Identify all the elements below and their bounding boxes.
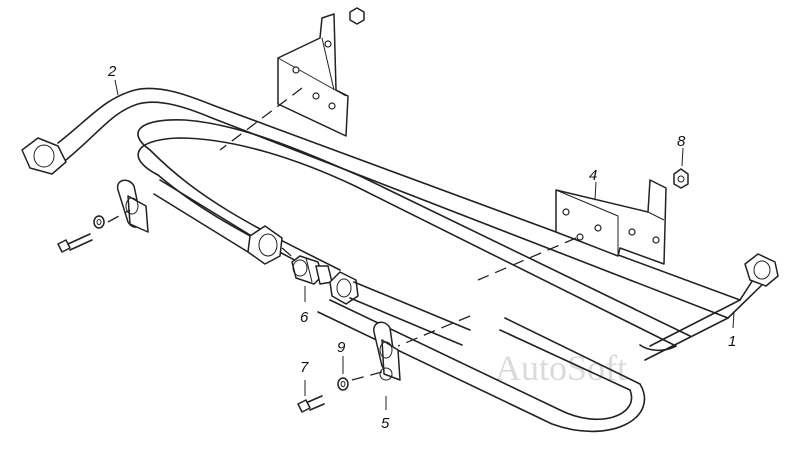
small-nut-8: [673, 168, 689, 189]
end-nut-right: [744, 253, 779, 287]
pipe-upper: [57, 87, 766, 361]
end-nut-left: [21, 137, 67, 175]
callout-label-4: 4: [589, 167, 597, 184]
callout-4: 4: [589, 167, 597, 201]
washer-upper: [93, 215, 105, 229]
callout-label-1: 1: [728, 333, 736, 350]
callout-label-5: 5: [381, 415, 390, 432]
watermark: AutoSoft: [495, 348, 627, 388]
callout-2: 2: [107, 63, 119, 96]
callout-6: 6: [300, 286, 309, 326]
callout-5: 5: [381, 396, 390, 432]
callout-9: 9: [337, 339, 346, 374]
callout-7: 7: [300, 359, 309, 396]
clamp-lower: [373, 321, 401, 381]
bolt-7: [297, 395, 325, 413]
bracket-upper: [277, 13, 349, 137]
pipe-segment-left: [153, 179, 256, 253]
small-nut-top: [349, 7, 365, 25]
washer-9: [337, 377, 349, 391]
callout-label-6: 6: [300, 309, 309, 326]
bolt-upper: [57, 233, 93, 253]
union-fitting: [291, 255, 333, 285]
callout-label-2: 2: [107, 63, 117, 80]
hex-nut-left: [247, 225, 283, 265]
clamp-upper: [116, 179, 149, 233]
callout-label-7: 7: [300, 359, 309, 376]
assembly-lines: [107, 87, 577, 381]
callout-8: 8: [677, 133, 686, 167]
callout-1: 1: [728, 311, 736, 350]
callout-label-9: 9: [337, 339, 346, 356]
pipe-segment-right: [349, 281, 471, 346]
callout-label-8: 8: [677, 133, 686, 150]
hex-nut-right: [329, 271, 359, 305]
bracket-right: [555, 179, 667, 265]
